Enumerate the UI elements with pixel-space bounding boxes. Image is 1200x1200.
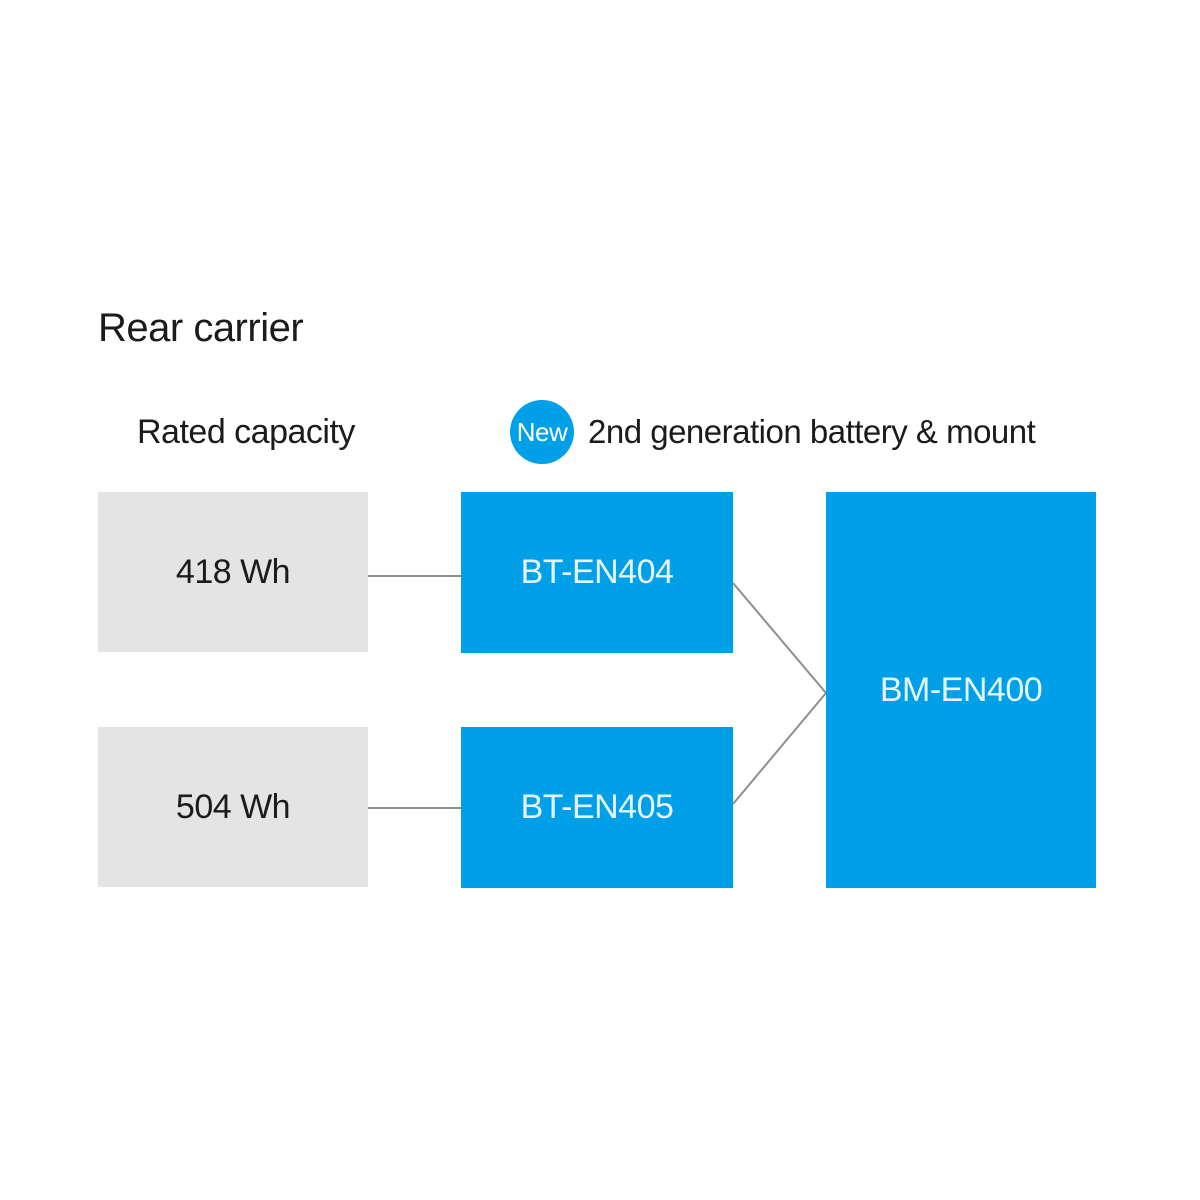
battery-box-bt-en405: BT-EN405 — [461, 727, 733, 888]
new-badge: New — [510, 400, 574, 464]
capacity-box-418wh: 418 Wh — [98, 492, 368, 652]
rated-capacity-label: Rated capacity — [137, 413, 355, 451]
connector-bt-en404-to-bm-en400 — [732, 582, 827, 694]
mount-box-bm-en400: BM-EN400 — [826, 492, 1096, 888]
badge-caption: 2nd generation battery & mount — [588, 413, 1036, 450]
connector-bt-en405-to-bm-en400 — [732, 692, 827, 805]
battery-box-bt-en404: BT-EN404 — [461, 492, 733, 653]
capacity-box-504wh: 504 Wh — [98, 727, 368, 887]
page-title: Rear carrier — [98, 306, 304, 350]
